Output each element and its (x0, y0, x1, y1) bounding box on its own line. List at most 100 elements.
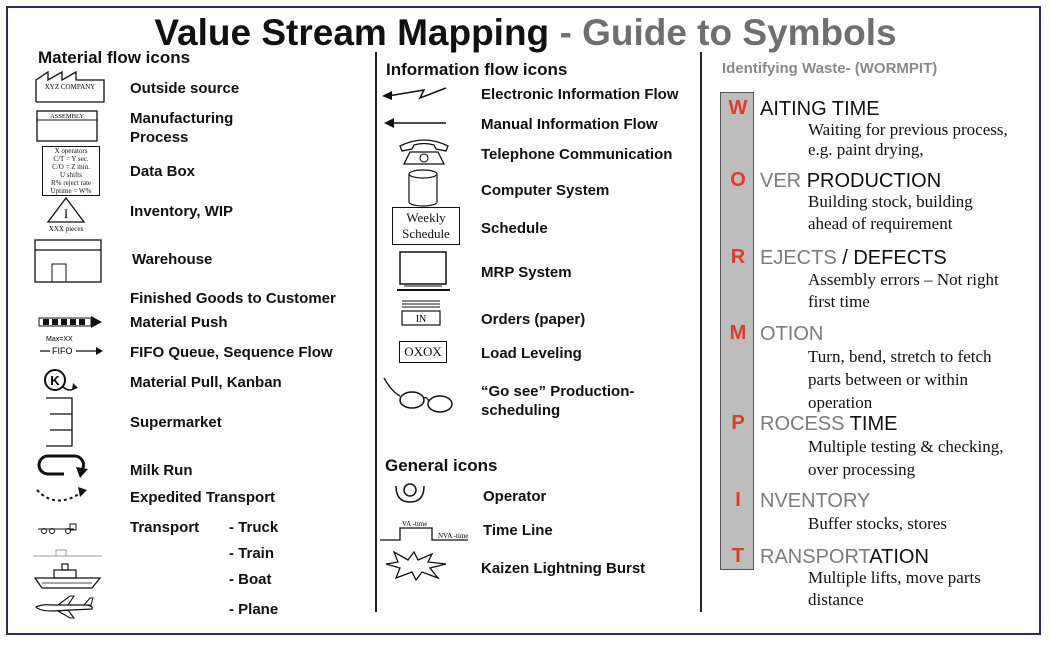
outside-source-label: Outside source (130, 80, 240, 97)
waste-heading-inventory: NVENTORY (760, 490, 871, 512)
boat-label: - Boat (229, 571, 272, 588)
monitor-icon (397, 251, 450, 291)
waste-heading-overproduction: VER PRODUCTION (760, 170, 942, 192)
material-flow-heading: Material flow icons (38, 48, 191, 67)
plane-icon (34, 595, 94, 619)
mrp-label: MRP System (481, 264, 572, 281)
telephone-icon (399, 139, 449, 165)
svg-text:IN: IN (416, 314, 427, 325)
truck-label: - Truck (229, 519, 279, 536)
waste-letter-t: T (731, 545, 745, 567)
waste-letter-r: R (730, 246, 746, 268)
load-leveling-label: Load Leveling (481, 345, 582, 362)
data-box-label: Data Box (130, 163, 196, 180)
warehouse-label: Warehouse (132, 251, 213, 268)
svg-text:K: K (50, 373, 60, 388)
waste-desc-transport-1: Multiple lifts, move parts (808, 568, 981, 587)
waste-heading-waiting: AITING TIME (760, 98, 880, 120)
boat-icon (33, 563, 102, 589)
waste-desc-motion-2: parts between or within (808, 370, 969, 389)
transport-label: Transport (130, 519, 200, 536)
expedited-label: Expedited Transport (130, 489, 276, 506)
waste-desc-transport-2: distance (808, 590, 864, 609)
divider-left (375, 52, 377, 612)
waste-desc-overproduction-1: Building stock, building (808, 192, 973, 211)
milk-run-icon (37, 454, 88, 478)
manufacturing-process-icon: ASSEMBLY (36, 110, 98, 142)
warehouse-icon (34, 239, 102, 283)
inventory-triangle-icon: I XXX pieces (46, 196, 86, 233)
waste-heading: Identifying Waste- (WORMPIT) (722, 60, 938, 77)
waste-desc-rejects-2: first time (808, 292, 870, 311)
inventory-label: Inventory, WIP (130, 203, 234, 220)
waste-desc-overproduction-2: ahead of requirement (808, 214, 953, 233)
orders-paper-icon: IN (401, 300, 441, 326)
finished-goods-label: Finished Goods to Customer (130, 290, 336, 307)
svg-text:Max=XX: Max=XX (46, 336, 73, 343)
wormpit-strip (720, 92, 754, 570)
waste-desc-rejects-1: Assembly errors – Not right (808, 270, 999, 289)
milk-run-label: Milk Run (130, 462, 193, 479)
telephone-label: Telephone Communication (481, 146, 673, 163)
waste-letter-i: I (735, 489, 741, 511)
glasses-icon (383, 377, 453, 413)
kaizen-label: Kaizen Lightning Burst (481, 560, 646, 577)
orders-label: Orders (paper) (481, 311, 586, 328)
svg-text:I: I (64, 206, 68, 221)
page-title: Value Stream Mapping - Guide to Symbols (154, 12, 897, 53)
manual-flow-label: Manual Information Flow (481, 116, 658, 133)
svg-text:XXX pieces: XXX pieces (49, 225, 84, 233)
waste-desc-motion-3: operation (808, 393, 873, 412)
load-leveling-icon: OXOX (399, 341, 447, 363)
electronic-flow-label: Electronic Information Flow (481, 86, 679, 103)
push-arrow-icon (38, 316, 102, 328)
material-push-label: Material Push (130, 314, 228, 331)
train-label: - Train (229, 545, 275, 562)
waste-letter-o: O (730, 169, 746, 191)
operator-label: Operator (483, 488, 547, 505)
waste-desc-waiting-2: e.g. paint drying, (808, 140, 924, 159)
manufacturing-label-line1: Manufacturing (130, 110, 234, 127)
waste-heading-rejects: EJECTS / DEFECTS (760, 247, 947, 269)
waste-desc-inventory-1: Buffer stocks, stores (808, 514, 947, 533)
svg-text:VA -time: VA -time (402, 520, 427, 528)
svg-text:FIFO: FIFO (52, 346, 73, 356)
database-icon (408, 169, 438, 207)
waste-desc-motion-1: Turn, bend, stretch to fetch (808, 347, 992, 366)
electronic-flow-icon (382, 87, 447, 100)
manufacturing-label-line2: Process (130, 129, 189, 146)
svg-text:XYZ COMPANY: XYZ COMPANY (45, 83, 96, 91)
kaizen-burst-icon (385, 550, 447, 582)
fifo-label: FIFO Queue, Sequence Flow (130, 344, 333, 361)
go-see-label-line2: scheduling (481, 402, 561, 419)
schedule-label: Schedule (481, 220, 548, 237)
general-icons-heading: General icons (385, 456, 498, 475)
manual-flow-icon (384, 118, 446, 128)
waste-heading-transportation: RANSPORTATION (760, 546, 929, 568)
supermarket-icon (46, 397, 73, 447)
waste-letter-w: W (728, 97, 748, 119)
svg-text:ASSEMBLY: ASSEMBLY (50, 113, 84, 120)
waste-letter-p: P (731, 412, 745, 434)
kanban-pull-icon: K (44, 369, 78, 391)
computer-system-label: Computer System (481, 182, 610, 199)
data-box-icon: X operators C/T = Y sec. C/O = Z min. U … (42, 146, 100, 196)
timeline-icon: VA -time NVA -time (380, 520, 468, 541)
waste-heading-process-time: ROCESS TIME (760, 413, 898, 435)
go-see-label-line1: “Go see” Production- (481, 383, 635, 400)
information-flow-heading: Information flow icons (386, 60, 568, 79)
train-icon (33, 549, 102, 557)
time-line-label: Time Line (483, 522, 553, 539)
waste-desc-process-2: over processing (808, 460, 916, 479)
waste-heading-motion: OTION (760, 323, 824, 345)
supermarket-label: Supermarket (130, 414, 222, 431)
waste-desc-waiting-1: Waiting for previous process, (808, 120, 1008, 139)
waste-desc-process-1: Multiple testing & checking, (808, 437, 1004, 456)
operator-icon (395, 483, 425, 503)
waste-letter-m: M (729, 322, 747, 344)
material-pull-label: Material Pull, Kanban (130, 374, 282, 391)
expedited-transport-icon (36, 487, 87, 502)
svg-text:NVA -time: NVA -time (438, 532, 468, 540)
fifo-arrow-icon: Max=XX FIFO (40, 336, 103, 356)
divider-right (700, 52, 702, 612)
